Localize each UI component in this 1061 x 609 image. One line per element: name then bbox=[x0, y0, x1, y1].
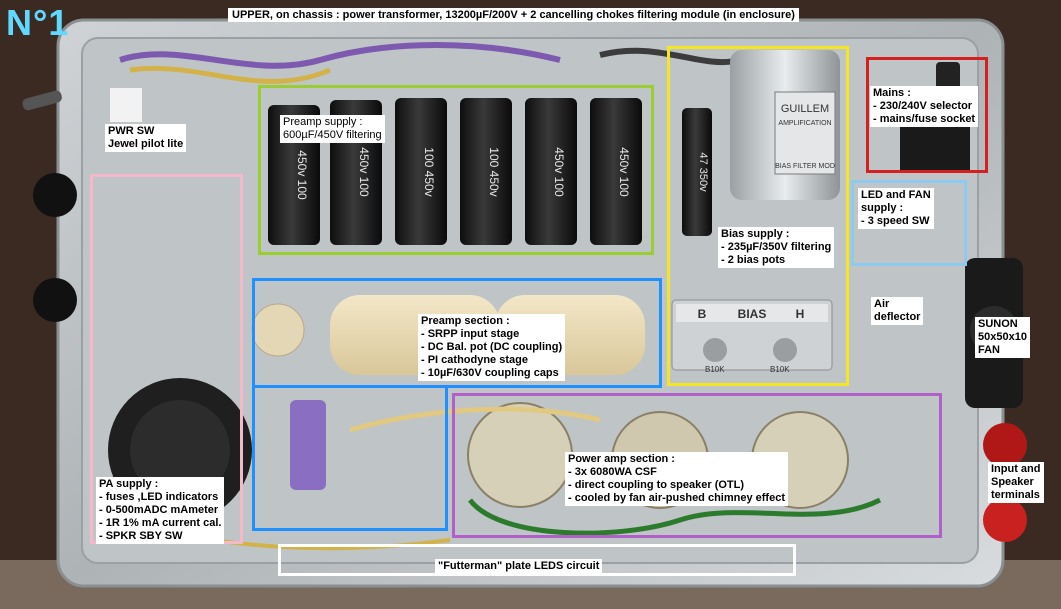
bias-letter-b: B bbox=[698, 307, 707, 321]
filter-name: BIAS FILTER MOD bbox=[775, 163, 835, 170]
photo-number: N°1 bbox=[6, 2, 70, 43]
photo-title: UPPER, on chassis : power transformer, 1… bbox=[228, 8, 799, 22]
label-preamp-section: Preamp section :- SRPP input stage- DC B… bbox=[418, 314, 566, 381]
label-mains: Mains :- 230/240V selector- mains/fuse s… bbox=[870, 86, 979, 127]
box-power-amp bbox=[452, 393, 942, 538]
label-power-amp: Power amp section :- 3x 6080WA CSF- dire… bbox=[565, 452, 788, 506]
box-mains bbox=[866, 57, 988, 173]
cap-mark: 100 450v bbox=[487, 147, 501, 196]
cap-mark: 450v 100 bbox=[295, 150, 309, 200]
box-preamp-lower bbox=[252, 385, 448, 531]
pot-value: B10K bbox=[705, 365, 725, 374]
filter-sub: AMPLIFICATION bbox=[778, 120, 831, 127]
label-preamp-supply: Preamp supply :600µF/450V filtering bbox=[280, 115, 385, 143]
box-preamp-section bbox=[252, 278, 662, 388]
label-pa-supply: PA supply :- fuses ,LED indicators- 0-50… bbox=[96, 477, 225, 544]
box-preamp-supply bbox=[258, 85, 654, 255]
filter-brand: GUILLEM bbox=[781, 103, 829, 115]
cap-mark: 450v 100 bbox=[357, 147, 371, 197]
cap-mark: 47 350v bbox=[697, 152, 709, 192]
label-bias-supply: Bias supply :- 235µF/350V filtering- 2 b… bbox=[718, 227, 835, 268]
cap-mark: 450v 100 bbox=[617, 147, 631, 197]
bias-letter-h: H bbox=[796, 307, 805, 321]
cap-mark: 100 450v bbox=[422, 147, 436, 196]
bias-plate-label: BIAS bbox=[738, 307, 767, 321]
box-futterman bbox=[278, 544, 796, 576]
label-futterman: "Futterman" plate LEDS circuit bbox=[435, 559, 603, 574]
pot-value: B10K bbox=[770, 365, 790, 374]
cap-mark: 450v 100 bbox=[552, 147, 566, 197]
preamp-filter-caps bbox=[268, 98, 712, 245]
box-led-fan bbox=[851, 180, 967, 266]
box-bias-supply bbox=[667, 46, 849, 386]
